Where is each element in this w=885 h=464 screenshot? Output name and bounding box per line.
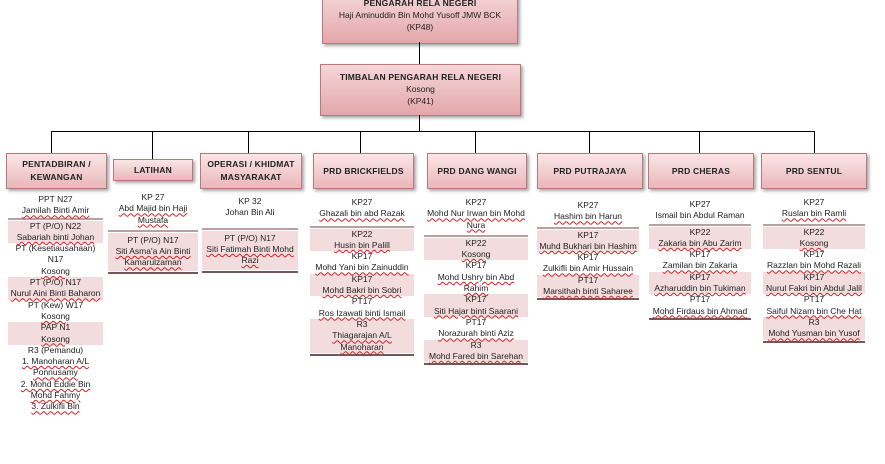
staff-entry: R3 (Pemandu)1. Manoharan A/L Ponnusamy [21,344,90,378]
dept-box-latihan: LATIHAN [113,159,193,181]
dept-box-putrajaya: PRD PUTRAJAYA [537,153,643,189]
pengarah-name: Haji Aminuddin Bin Mohd Yusoff JMW BCK [338,10,502,20]
timbalan-grade: (KP41) [407,96,434,106]
staff-entry: 2. Mohd Eddie Bin Mohd Fahmy [20,378,91,401]
staff-entry: 3. Zulkifli Bin [31,401,80,412]
dept-box-brickfields: PRD BRICKFIELDS [313,153,414,189]
dept-box-sentul: PRD SENTUL [761,153,867,189]
dept-box-cheras: PRD CHERAS [648,153,754,189]
dept-box-operasi: OPERASI / KHIDMAT MASYARAKAT [200,153,302,189]
pengarah-box: PENGARAH RELA NEGERI Haji Aminuddin Bin … [322,0,518,44]
timbalan-box: TIMBALAN PENGARAH RELA NEGERI Kosong (KP… [320,64,521,116]
timbalan-name: Kosong [406,84,435,94]
pengarah-title: PENGARAH RELA NEGERI [363,0,477,8]
dept-box-pentadbiran: PENTADBIRAN / KEWANGAN [6,153,107,189]
dept-box-dang-wangi: PRD DANG WANGI [427,153,527,189]
pengarah-grade: (KP48) [406,22,434,32]
timbalan-title: TIMBALAN PENGARAH RELA NEGERI [339,72,502,82]
